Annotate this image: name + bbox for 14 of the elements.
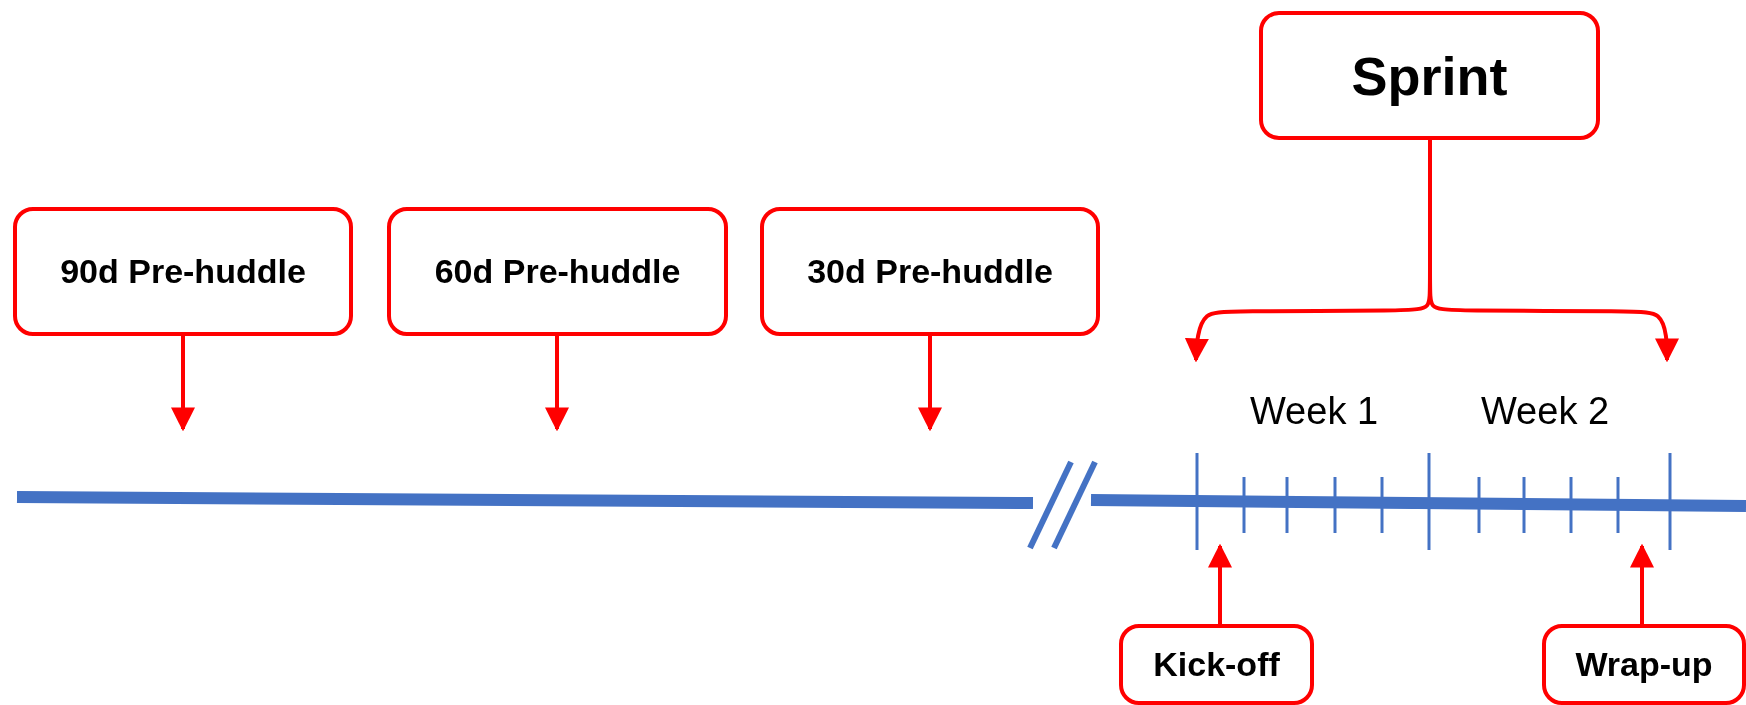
arrow	[1208, 543, 1232, 624]
week-label: Week 1	[1249, 390, 1379, 433]
milestone-box: 60d Pre-huddle	[387, 207, 728, 336]
milestone-box: 90d Pre-huddle	[13, 207, 353, 336]
week-label: Week 2	[1480, 390, 1610, 433]
arrow	[1630, 543, 1654, 624]
sprint-box: Sprint	[1259, 11, 1600, 140]
event-box: Kick-off	[1119, 624, 1314, 705]
arrow	[1428, 140, 1679, 363]
arrow	[545, 336, 569, 432]
arrow	[171, 336, 195, 432]
event-box: Wrap-up	[1542, 624, 1746, 705]
milestone-box: 30d Pre-huddle	[760, 207, 1100, 336]
arrow	[918, 336, 942, 432]
